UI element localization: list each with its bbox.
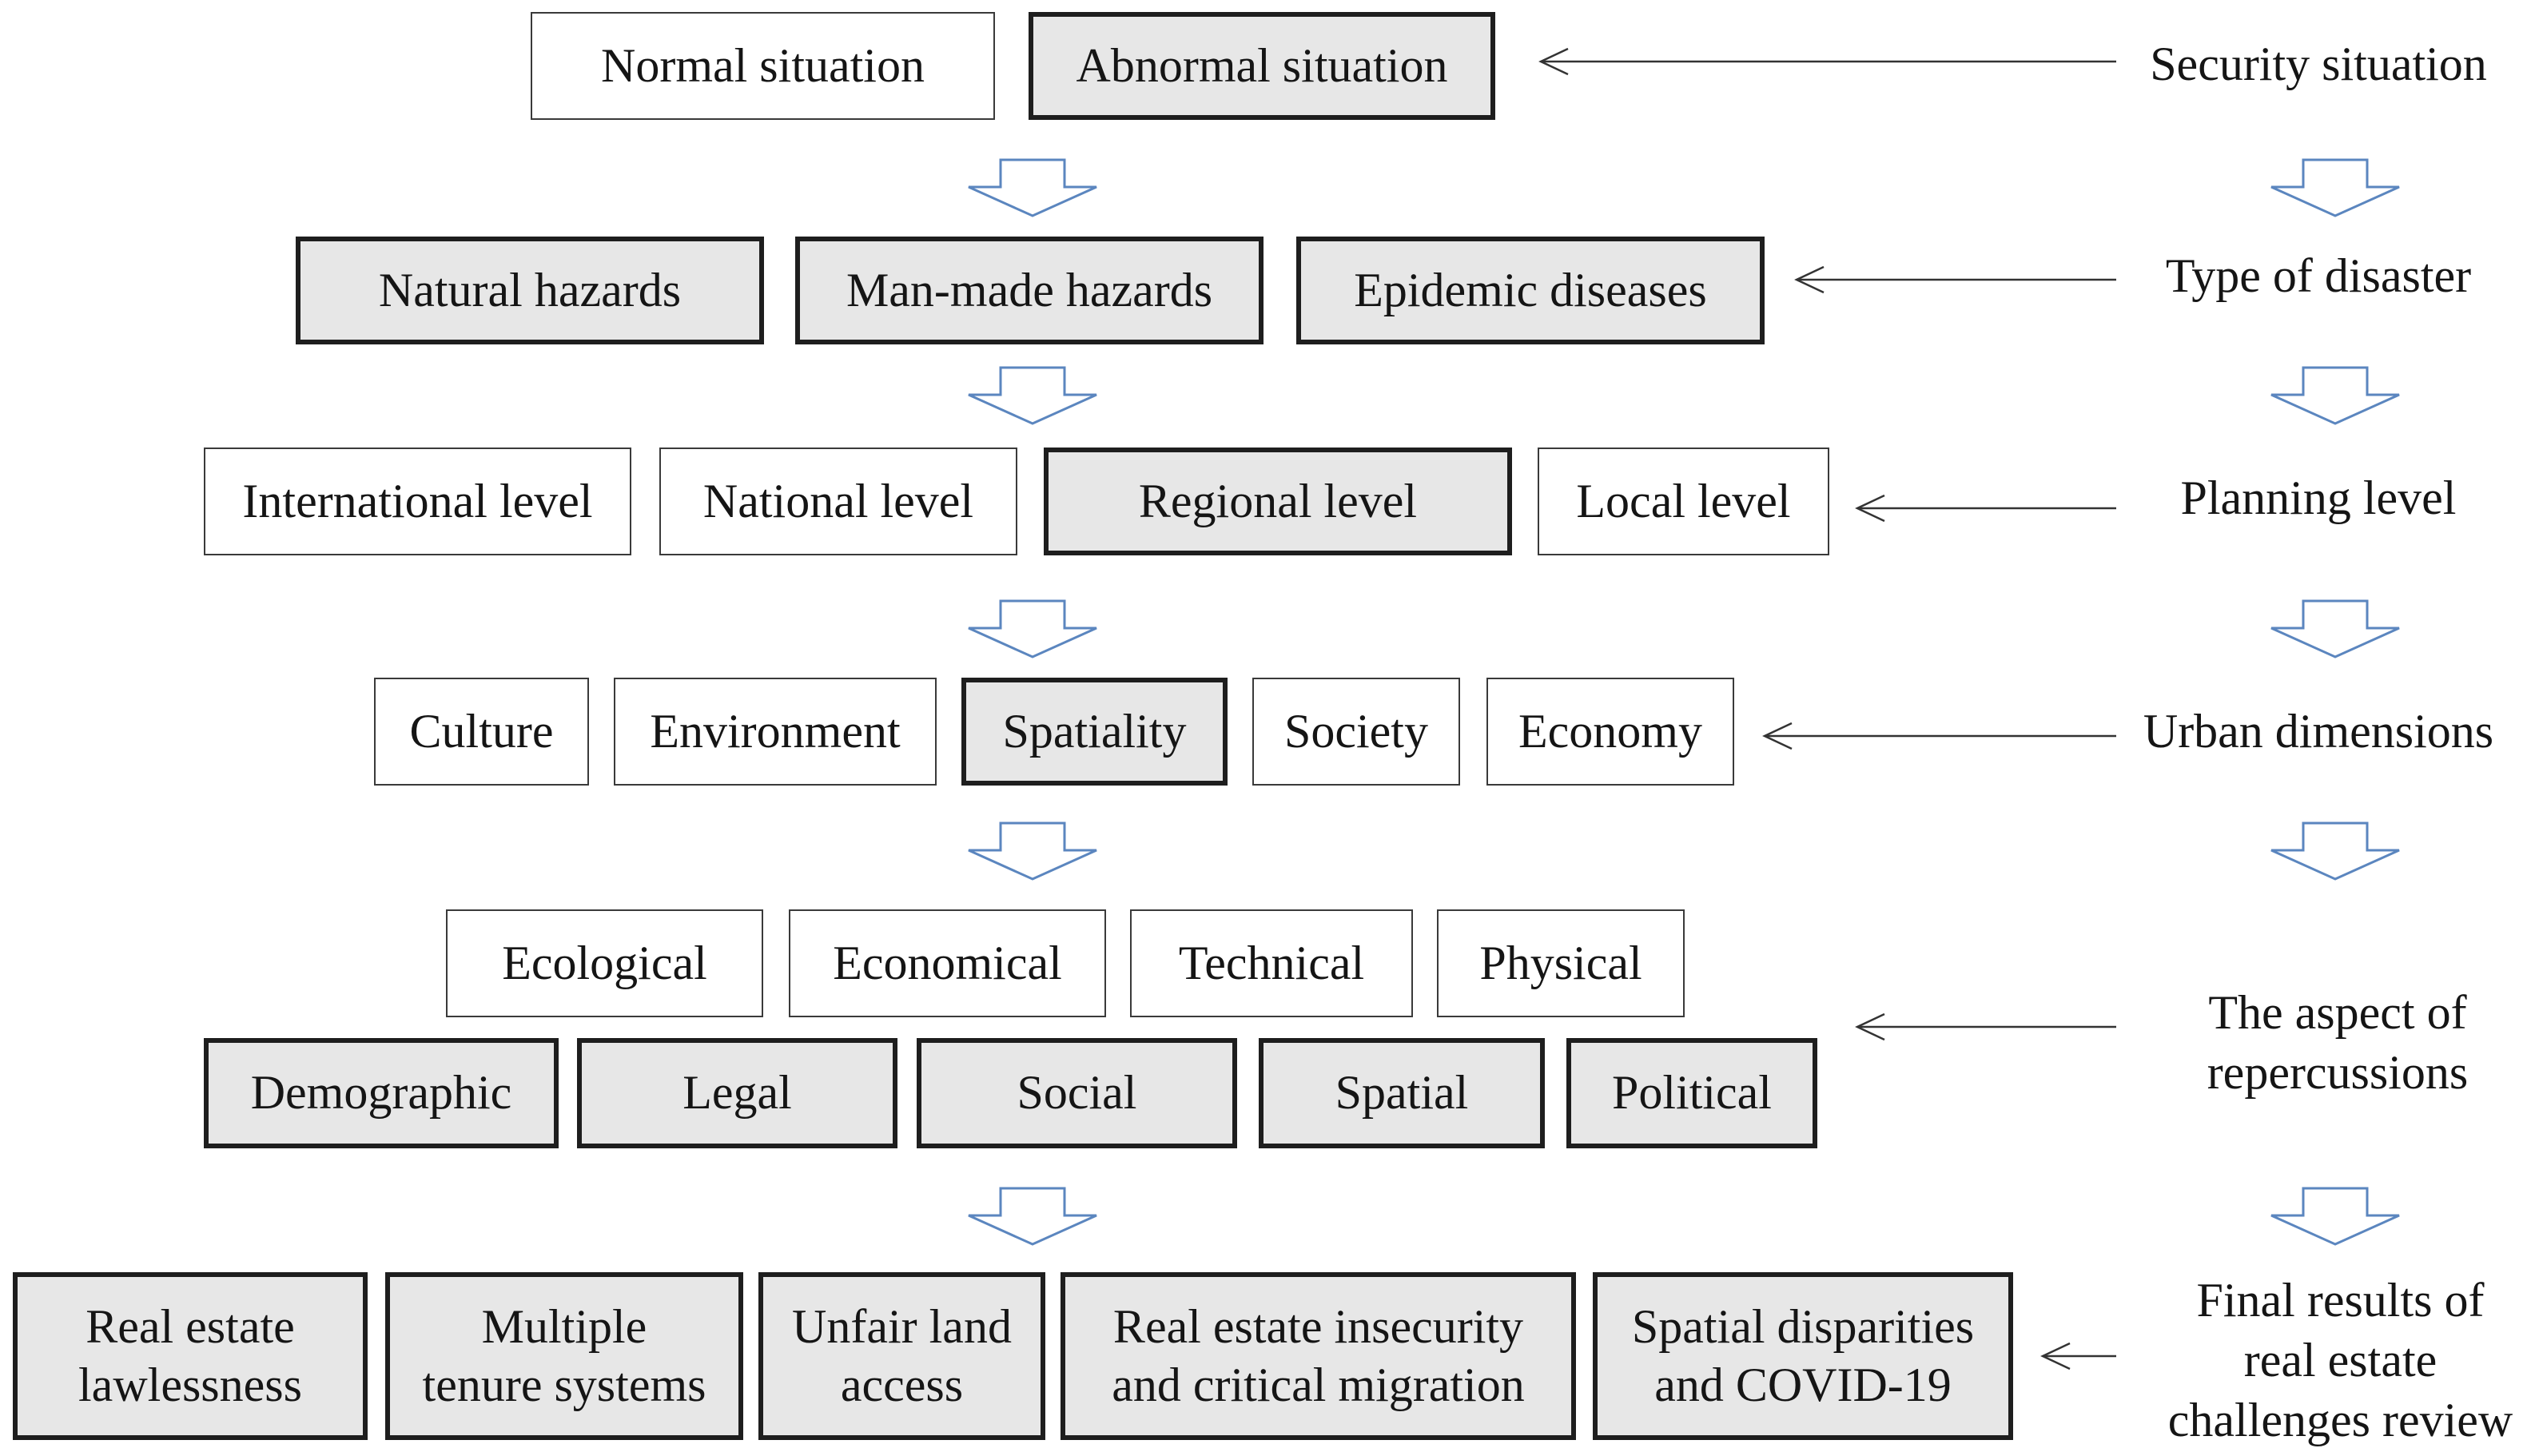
node-ecological: Ecological xyxy=(446,909,763,1017)
node-physical: Physical xyxy=(1437,909,1685,1017)
label-planning-level: Planning level xyxy=(2180,471,2457,524)
node-unfair-land-access: Unfair land access xyxy=(758,1272,1045,1440)
node-spatial: Spatial xyxy=(1259,1038,1545,1148)
node-man-made-hazards: Man-made hazards xyxy=(795,237,1264,344)
node-local-level: Local level xyxy=(1538,448,1829,555)
node-culture: Culture xyxy=(374,678,589,786)
node-regional-level: Regional level xyxy=(1044,448,1512,555)
node-political: Political xyxy=(1566,1038,1817,1148)
node-economy: Economy xyxy=(1486,678,1734,786)
right-down-arrow-3 xyxy=(2270,599,2400,658)
node-technical: Technical xyxy=(1130,909,1413,1017)
node-normal-situation: Normal situation xyxy=(531,12,995,120)
pointer-arrow-4-head xyxy=(1762,722,1793,750)
node-society: Society xyxy=(1252,678,1460,786)
label-aspect-of-repercussions: The aspect of repercussions xyxy=(2207,986,2469,1099)
node-demographic: Demographic xyxy=(204,1038,559,1148)
node-environment: Environment xyxy=(614,678,937,786)
down-arrow-3 xyxy=(968,599,1097,658)
right-down-arrow-2 xyxy=(2270,366,2400,425)
right-down-arrow-5 xyxy=(2270,1187,2400,1246)
node-multiple-tenure-systems: Multiple tenure systems xyxy=(385,1272,743,1440)
node-legal: Legal xyxy=(577,1038,897,1148)
label-type-of-disaster: Type of disaster xyxy=(2165,249,2472,302)
label-security-situation: Security situation xyxy=(2150,37,2487,90)
node-international-level: International level xyxy=(204,448,631,555)
right-down-arrow-4 xyxy=(2270,821,2400,881)
label-final-results: Final results of real estate challenges … xyxy=(2167,1273,2513,1446)
pointer-arrow-3-head xyxy=(1855,494,1885,523)
pointer-arrow-5-head xyxy=(1855,1012,1885,1041)
node-economical: Economical xyxy=(789,909,1106,1017)
down-arrow-1 xyxy=(968,158,1097,217)
node-real-estate-insecurity: Real estate insecurity and critical migr… xyxy=(1061,1272,1576,1440)
node-epidemic-diseases: Epidemic diseases xyxy=(1296,237,1765,344)
right-down-arrow-1 xyxy=(2270,158,2400,217)
down-arrow-5 xyxy=(968,1187,1097,1246)
node-social: Social xyxy=(917,1038,1237,1148)
node-spatiality: Spatiality xyxy=(961,678,1228,786)
node-spatial-disparities: Spatial disparities and COVID-19 xyxy=(1593,1272,2013,1440)
label-urban-dimensions: Urban dimensions xyxy=(2143,704,2494,758)
down-arrow-2 xyxy=(968,366,1097,425)
pointer-arrow-2-head xyxy=(1794,265,1825,294)
node-national-level: National level xyxy=(659,448,1017,555)
node-real-estate-lawlessness: Real estate lawlessness xyxy=(13,1272,368,1440)
node-abnormal-situation: Abnormal situation xyxy=(1029,12,1495,120)
node-natural-hazards: Natural hazards xyxy=(296,237,764,344)
pointer-arrow-6-head xyxy=(2040,1342,2071,1370)
pointer-arrow-1-head xyxy=(1538,47,1569,76)
down-arrow-4 xyxy=(968,821,1097,881)
